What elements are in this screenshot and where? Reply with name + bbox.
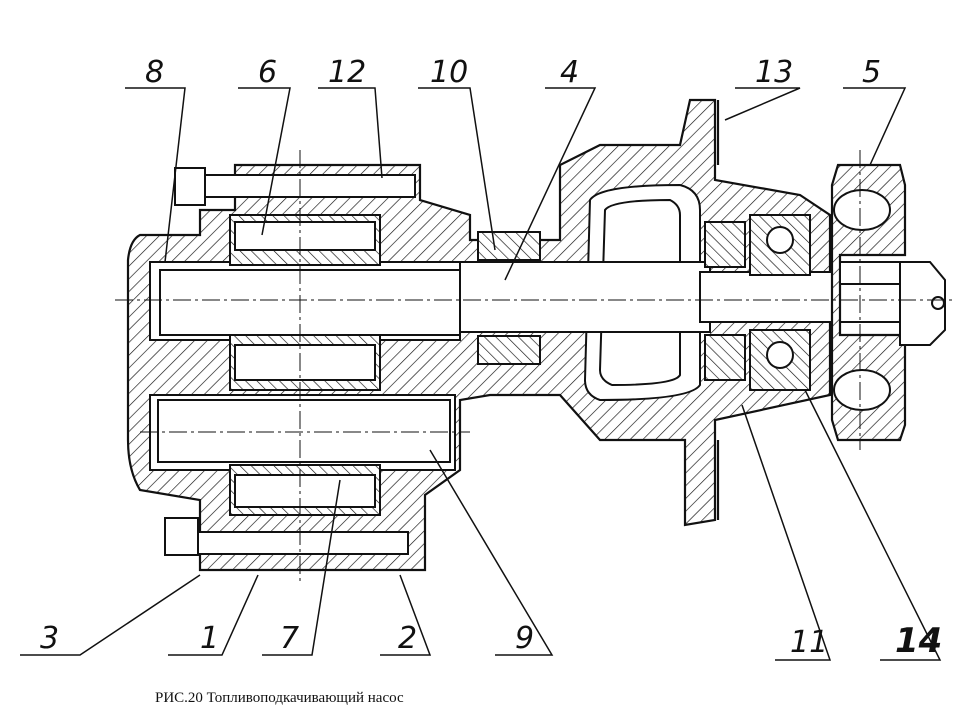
- top-bolt: [174, 167, 416, 206]
- callout-8: 8: [145, 55, 164, 90]
- ball-bearing: [749, 214, 811, 391]
- lower-gear: [229, 464, 381, 516]
- leader-lines: [20, 87, 942, 661]
- bottom-bolt: [164, 517, 409, 556]
- callout-5: 5: [862, 55, 881, 90]
- drive-coupling: [830, 163, 907, 442]
- callout-7: 7: [280, 621, 299, 656]
- center-axes: [115, 150, 955, 585]
- callout-6: 6: [258, 55, 277, 90]
- upper-gear: [229, 214, 381, 391]
- callout-2: 2: [398, 621, 417, 656]
- shaft-end-nut: [899, 261, 946, 346]
- figure-caption: РИС.20 Топливоподкачивающий насос: [155, 690, 404, 706]
- callout-4: 4: [560, 55, 579, 90]
- callout-13: 13: [755, 55, 793, 90]
- shaft-seals: [477, 221, 746, 381]
- drive-shaft: [159, 261, 911, 336]
- callout-9: 9: [515, 621, 534, 656]
- callout-3: 3: [40, 621, 59, 656]
- callout-1: 1: [200, 621, 219, 656]
- callout-labels: 8 6 12 10 4 13 5 3 1 7 2 9 11 14: [40, 55, 942, 661]
- callout-10: 10: [430, 55, 468, 90]
- callout-14: 14: [895, 621, 942, 661]
- driven-shaft: [157, 399, 451, 463]
- callout-12: 12: [328, 55, 366, 90]
- callout-11: 11: [790, 625, 828, 660]
